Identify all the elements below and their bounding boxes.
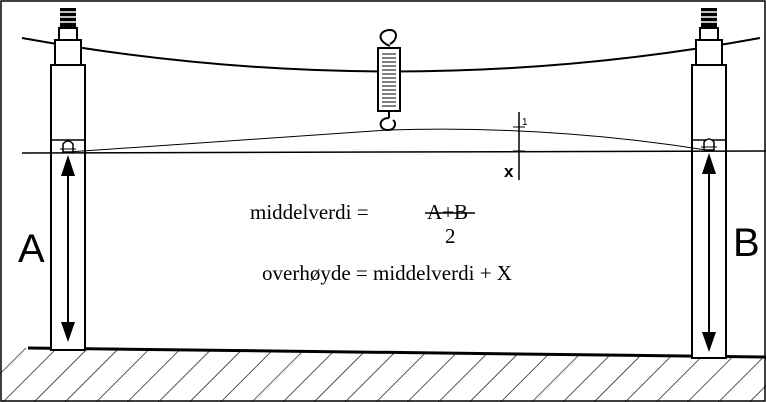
formula-height: overhøyde = middelverdi + X <box>262 261 512 285</box>
measure-arrow-right <box>701 138 717 352</box>
pole-right-label: B <box>733 221 760 265</box>
offset-tick-label: 1 <box>522 117 528 128</box>
offset-label: x <box>504 162 514 181</box>
pole-left-label: A <box>18 227 45 271</box>
reference-line <box>21 150 766 154</box>
insulator-right-top <box>699 8 719 28</box>
insulator-left-top <box>58 8 78 28</box>
formula-mean-lhs: middelverdi = <box>250 200 369 224</box>
measured-conductor <box>67 128 707 153</box>
spring-scale <box>377 28 401 132</box>
ground <box>0 346 766 402</box>
measure-arrow-left <box>60 140 76 342</box>
formula-mean-denominator: 2 <box>445 224 456 248</box>
offset-marker <box>513 112 525 180</box>
formula-mean-numerator: A+B <box>427 200 468 224</box>
